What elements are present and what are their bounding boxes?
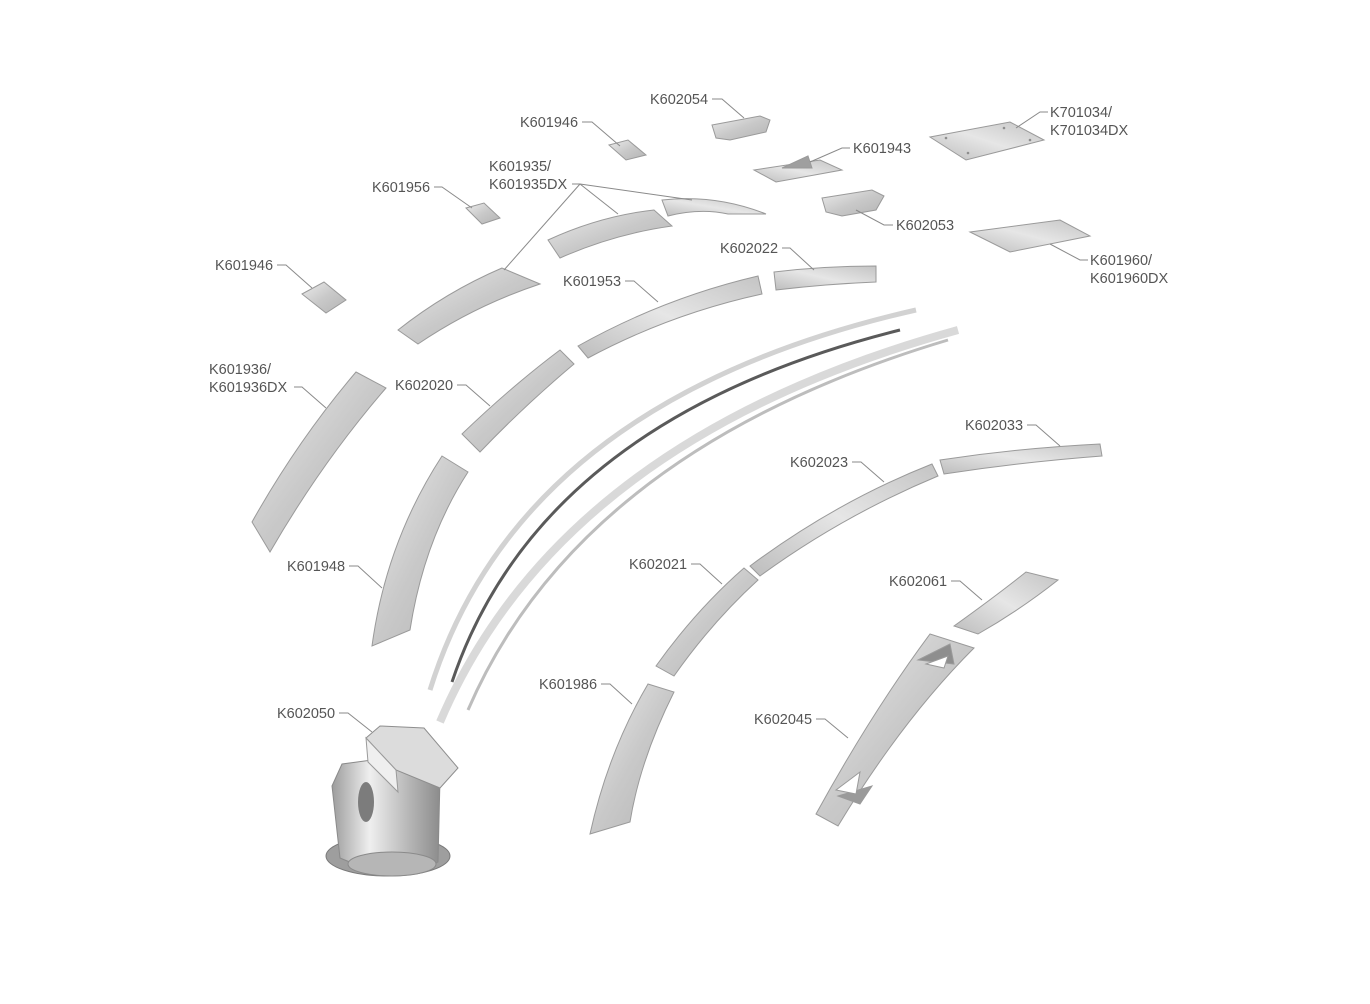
part-k602050 (325, 725, 459, 877)
label-k601935-a: K601935/ (489, 159, 552, 175)
part-k602053 (821, 189, 885, 217)
part-k601948 (371, 455, 469, 647)
callout-k602061: K602061 (889, 574, 983, 601)
callout-k602022: K602022 (720, 241, 815, 271)
part-k601935-left (397, 267, 542, 345)
label-k601956: K601956 (372, 180, 430, 196)
label-k601936-b: K601936DX (209, 380, 288, 396)
part-k602020 (461, 349, 575, 453)
callout-k602020: K602020 (395, 378, 491, 407)
label-k602021: K602021 (629, 557, 687, 573)
part-k602021 (655, 567, 759, 677)
label-k601936-a: K601936/ (209, 362, 272, 378)
part-k601960 (968, 219, 1092, 253)
part-k601936 (251, 371, 387, 553)
label-k602054: K602054 (650, 92, 708, 108)
callout-k602045: K602045 (754, 712, 849, 739)
label-k602033: K602033 (965, 418, 1023, 434)
callout-k602033: K602033 (965, 418, 1061, 447)
label-k601943: K601943 (853, 141, 911, 157)
callout-k601948: K601948 (287, 559, 383, 589)
part-k602023 (749, 463, 939, 577)
callout-k601946-top: K601946 (520, 115, 621, 147)
part-k602054 (711, 115, 771, 141)
part-k601986 (589, 683, 675, 835)
callout-k601960: K601960/ K601960DX (1049, 243, 1169, 287)
callout-k601986: K601986 (539, 677, 633, 705)
label-k701034-b: K701034DX (1050, 123, 1129, 139)
part-k601935-right (661, 198, 767, 217)
part-k601946-top (607, 139, 648, 161)
label-k602053: K602053 (896, 218, 954, 234)
callout-k601943: K601943 (809, 141, 911, 163)
part-k601946-left (301, 281, 347, 314)
part-k602033 (939, 443, 1103, 475)
label-k601946-top: K601946 (520, 115, 578, 131)
callout-k602023: K602023 (790, 455, 885, 483)
callout-k602021: K602021 (629, 557, 723, 585)
part-k601943 (752, 155, 844, 183)
part-k601953 (577, 275, 763, 359)
callout-k602050: K602050 (277, 706, 373, 733)
label-k602050: K602050 (277, 706, 335, 722)
label-k601935-b: K601935DX (489, 177, 568, 193)
callout-k701034: K701034/ K701034DX (1015, 105, 1129, 139)
label-k601960-a: K601960/ (1090, 253, 1153, 269)
label-k602045: K602045 (754, 712, 812, 728)
callout-k601946-left: K601946 (215, 258, 313, 289)
callout-k601956: K601956 (372, 180, 473, 209)
callout-k602053: K602053 (855, 209, 954, 234)
label-k601946-left: K601946 (215, 258, 273, 274)
label-k601986: K601986 (539, 677, 597, 693)
label-k602023: K602023 (790, 455, 848, 471)
label-k602061: K602061 (889, 574, 947, 590)
label-k602020: K602020 (395, 378, 453, 394)
label-k602022: K602022 (720, 241, 778, 257)
part-k602045 (815, 633, 975, 827)
part-k701034 (928, 121, 1046, 161)
part-k601956 (465, 202, 501, 225)
callout-k601935: K601935/ K601935DX (489, 159, 693, 271)
callout-k601953: K601953 (563, 274, 659, 303)
part-k602022 (773, 265, 877, 291)
callout-k602054: K602054 (650, 92, 745, 119)
part-k601935-mid (547, 209, 674, 259)
part-k602061 (952, 571, 1060, 635)
label-k601948: K601948 (287, 559, 345, 575)
label-k601953: K601953 (563, 274, 621, 290)
callout-k601936: K601936/ K601936DX (209, 362, 327, 409)
label-k701034-a: K701034/ (1050, 105, 1113, 121)
label-k601960-b: K601960DX (1090, 271, 1169, 287)
rails (427, 307, 960, 724)
